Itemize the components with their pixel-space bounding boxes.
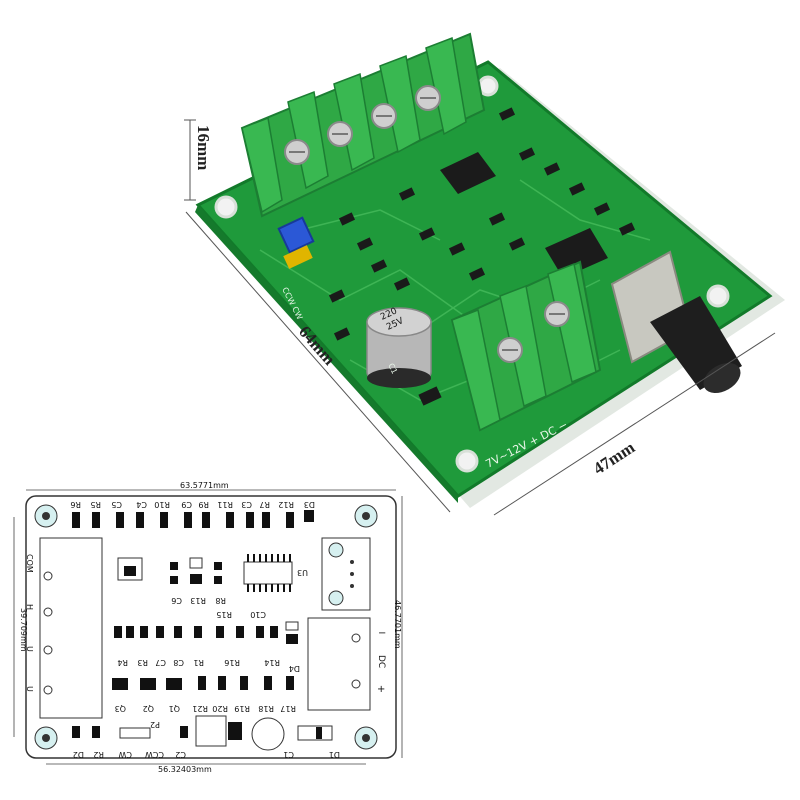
drawing-dim-top: 63.5771mm <box>180 481 229 490</box>
svg-text:R8: R8 <box>215 596 226 605</box>
left-connector-u1: U <box>25 646 34 652</box>
terminal-screws <box>284 85 441 165</box>
svg-text:U3: U3 <box>297 568 308 577</box>
svg-text:C10: C10 <box>250 610 266 619</box>
svg-text:D1: D1 <box>329 750 340 759</box>
photo-dimensions <box>184 119 776 516</box>
svg-text:R6: R6 <box>70 500 81 509</box>
dimension-width: 47mm <box>590 438 638 479</box>
drawing-top-pads <box>72 510 314 528</box>
svg-text:D3: D3 <box>304 500 315 509</box>
left-connector-u2: U <box>25 686 34 692</box>
drawing-row2: C6 R13 R8 U3 <box>117 554 308 605</box>
svg-text:R11: R11 <box>217 500 233 509</box>
svg-text:R17: R17 <box>280 704 296 713</box>
board-photo: 220 25V 7V~12V + DC − CCW CW C1 <box>195 32 785 508</box>
pcb-edge <box>195 205 458 503</box>
dc-terminal-block <box>450 260 602 432</box>
svg-text:CW: CW <box>118 750 132 759</box>
mounting-holes <box>214 75 730 473</box>
drawing-row4: Q3 Q2 Q1 R21 R20 R19 R18 R17 <box>112 676 296 713</box>
drawing-row3: R15 C10 R4 R3 C8 C7 R1 R16 R14 D4 <box>114 610 300 673</box>
svg-text:R5: R5 <box>90 500 101 509</box>
svg-text:C6: C6 <box>171 596 182 605</box>
svg-text:R14: R14 <box>264 658 280 667</box>
svg-text:R19: R19 <box>234 704 250 713</box>
silk-c1: C1 <box>386 362 399 376</box>
left-connector-com: COM <box>25 554 34 573</box>
svg-text:Q1: Q1 <box>169 704 180 713</box>
svg-text:R1: R1 <box>193 658 204 667</box>
ic-chip <box>440 152 608 278</box>
svg-text:R9: R9 <box>198 500 209 509</box>
svg-text:C9: C9 <box>181 500 192 509</box>
svg-text:−: − <box>378 628 386 639</box>
motor-terminal-block <box>240 32 486 218</box>
svg-text:R3: R3 <box>137 658 148 667</box>
svg-text:R2: R2 <box>93 750 104 759</box>
capacitor: 220 25V <box>366 306 432 388</box>
svg-text:C4: C4 <box>136 500 147 509</box>
svg-text:D4: D4 <box>289 664 300 673</box>
svg-text:C5: C5 <box>111 500 122 509</box>
svg-text:C2: C2 <box>175 750 186 759</box>
svg-text:Q3: Q3 <box>115 704 126 713</box>
jumper <box>277 216 315 269</box>
drawing-dim-right: 46.7701mm <box>393 600 402 649</box>
left-connector-h: H <box>25 604 34 610</box>
drawing-mounting-holes <box>34 504 378 750</box>
svg-text:R7: R7 <box>259 500 270 509</box>
svg-text:P2: P2 <box>150 720 160 729</box>
drawing-left-connector: COM H U U <box>25 537 103 719</box>
drawing-dim-bottom: 56.32403mm <box>158 765 212 774</box>
svg-text:Q2: Q2 <box>143 704 154 713</box>
drawing-bottom-row: D2 R2 CCW CW P2 C2 C1 D1 <box>72 715 340 759</box>
svg-text:R4: R4 <box>117 658 128 667</box>
svg-text:C3: C3 <box>241 500 252 509</box>
svg-text:R20: R20 <box>212 704 228 713</box>
svg-text:C1: C1 <box>283 750 294 759</box>
svg-text:R10: R10 <box>154 500 170 509</box>
ic-chip-2 <box>545 228 608 278</box>
dimension-height: 16mm <box>194 125 213 170</box>
svg-text:R16: R16 <box>224 658 240 667</box>
drawing-dc-connector: − DC + <box>307 617 386 711</box>
svg-text:C7: C7 <box>155 658 166 667</box>
svg-text:+: + <box>377 684 385 695</box>
drawing-pot-connector <box>321 537 371 611</box>
svg-text:CCW: CCW <box>145 750 164 759</box>
svg-text:DC: DC <box>376 655 386 668</box>
svg-text:R12: R12 <box>278 500 294 509</box>
svg-text:R13: R13 <box>190 596 206 605</box>
svg-text:R18: R18 <box>258 704 274 713</box>
smd-components <box>328 107 636 406</box>
svg-text:R15: R15 <box>216 610 232 619</box>
technical-drawing: 63.5771mm 39.709mm 46.7701mm 56.32403mm … <box>13 481 403 774</box>
drawing-top-refs: R6 R5 C5 C4 R10 C9 R9 R11 C3 R7 R12 D3 <box>70 500 315 509</box>
drawing-dim-left: 39.709mm <box>19 608 28 652</box>
svg-text:R21: R21 <box>192 704 208 713</box>
svg-text:D2: D2 <box>73 750 84 759</box>
potentiometer <box>610 250 742 394</box>
svg-text:C8: C8 <box>173 658 184 667</box>
